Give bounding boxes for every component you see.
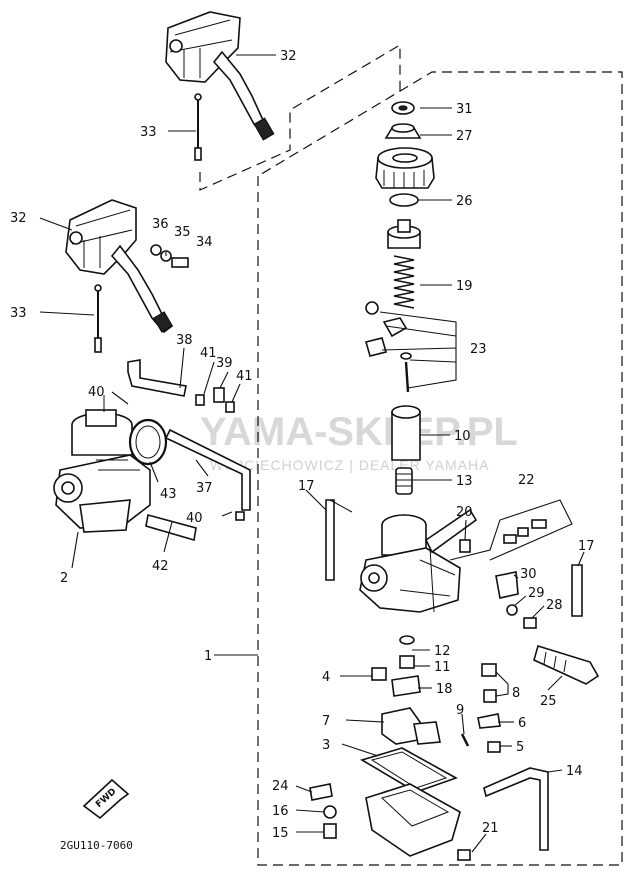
callout-13: 13 [456, 474, 473, 489]
callout-14: 14 [566, 764, 583, 779]
callout-8: 8 [512, 686, 520, 701]
callout-30: 30 [520, 567, 537, 582]
drawing-code: 2GU110-7060 [60, 839, 133, 852]
cable-top [194, 93, 202, 161]
clamp [128, 418, 168, 466]
callout-4: 4 [322, 670, 330, 685]
right-column-parts [365, 101, 435, 495]
assembly-boundary [257, 71, 623, 866]
callout-20: 20 [456, 505, 473, 520]
callout-11: 11 [434, 660, 451, 675]
callout-5: 5 [516, 740, 524, 755]
callout-34: 34 [196, 235, 213, 250]
callout-42: 42 [152, 559, 169, 574]
watermark-sub: WOJCIECHOWICZ | DEALER YAMAHA [210, 457, 489, 473]
callout-33-second: 33 [10, 306, 27, 321]
callout-41-a: 41 [200, 346, 217, 361]
callout-18: 18 [436, 682, 453, 697]
callout-21: 21 [482, 821, 499, 836]
nut-washer-screw-group [150, 244, 189, 268]
callout-labels: 32 33 31 27 26 19 23 10 13 32 36 35 34 3… [10, 49, 595, 841]
callout-15: 15 [272, 826, 289, 841]
callout-23: 23 [470, 342, 487, 357]
throttle-housing-top [165, 11, 275, 141]
callout-17-left: 17 [298, 479, 315, 494]
callout-27: 27 [456, 129, 473, 144]
hose-38 [127, 359, 187, 397]
callout-32-top: 32 [280, 49, 297, 64]
callout-16: 16 [272, 804, 289, 819]
callout-1: 1 [204, 649, 212, 664]
callout-22: 22 [518, 473, 535, 488]
callout-2: 2 [60, 571, 68, 586]
callout-28: 28 [546, 598, 563, 613]
callout-35: 35 [174, 225, 191, 240]
callout-17-right: 17 [578, 539, 595, 554]
callout-25: 25 [540, 694, 557, 709]
callout-24: 24 [272, 779, 289, 794]
callout-7: 7 [322, 714, 330, 729]
callout-19: 19 [456, 279, 473, 294]
fwd-arrow-icon: FWD [82, 778, 130, 820]
bottom-parts [309, 499, 600, 861]
callout-40-bottom: 40 [186, 511, 203, 526]
callout-10: 10 [454, 429, 471, 444]
throttle-housing-second [65, 199, 174, 334]
callout-3: 3 [322, 738, 330, 753]
callout-40-top: 40 [88, 385, 105, 400]
callout-9: 9 [456, 703, 464, 718]
callout-43: 43 [160, 487, 177, 502]
callout-33-top: 33 [140, 125, 157, 140]
callout-41-b: 41 [236, 369, 253, 384]
callout-12: 12 [434, 644, 451, 659]
watermark-main: YAMA-SKLEP.PL [200, 410, 518, 454]
callout-32-second: 32 [10, 211, 27, 226]
leader-lines [39, 54, 585, 853]
callout-37: 37 [196, 481, 213, 496]
cable-second [94, 284, 102, 353]
hose-37 [164, 428, 251, 511]
callout-29: 29 [528, 586, 545, 601]
callout-31: 31 [456, 102, 473, 117]
callout-39: 39 [216, 356, 233, 371]
callout-38: 38 [176, 333, 193, 348]
fittings-39-41 [195, 387, 245, 521]
cable-boundary [199, 43, 401, 191]
carburetor-left [53, 395, 151, 533]
callout-36: 36 [152, 217, 169, 232]
carburetor-body [359, 508, 478, 613]
callout-6: 6 [518, 716, 526, 731]
callout-26: 26 [456, 194, 473, 209]
